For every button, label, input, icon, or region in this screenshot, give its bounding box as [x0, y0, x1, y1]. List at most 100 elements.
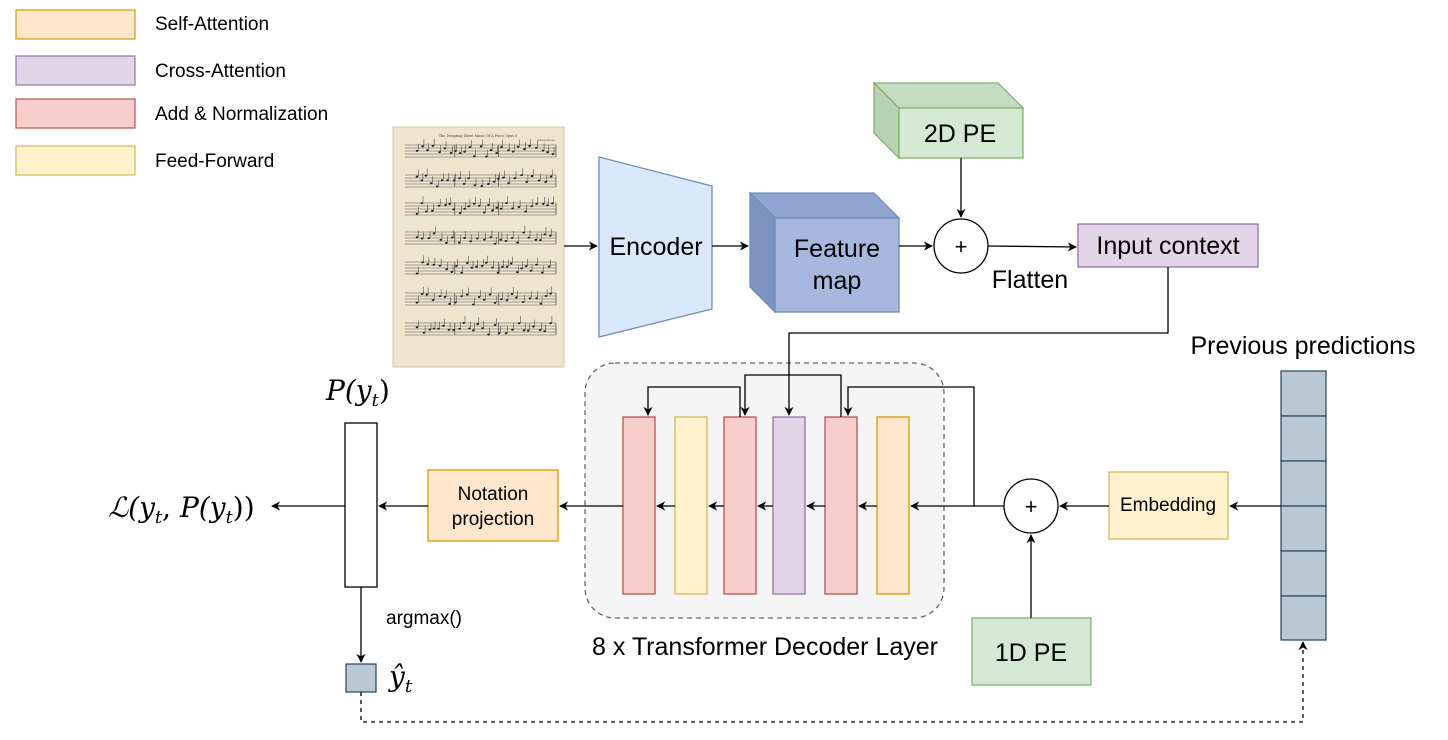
music-note [480, 185, 484, 188]
music-note [472, 155, 476, 158]
music-note [460, 295, 463, 298]
music-note [431, 144, 435, 147]
music-note [443, 147, 447, 150]
music-note [432, 232, 436, 235]
legend: Self-Attention Cross-Attention Add & Nor… [15, 9, 328, 176]
music-note [528, 297, 532, 300]
music-note [438, 151, 441, 154]
music-note [427, 237, 431, 240]
music-note [495, 152, 498, 155]
music-note [476, 237, 479, 240]
pe-2d-block [872, 81, 1025, 160]
decoder-feed-forward [674, 416, 708, 595]
music-note [448, 203, 451, 205]
previous-predictions-stack [1280, 370, 1327, 641]
music-note [469, 240, 472, 243]
music-note [457, 241, 461, 244]
input-context-block [1077, 223, 1259, 268]
music-note [549, 292, 552, 295]
music-note [499, 207, 503, 210]
previous-predictions-label: Previous predictions [1190, 332, 1415, 360]
music-note [499, 238, 503, 241]
decoder-cross-attention [772, 416, 806, 595]
music-note [452, 329, 455, 331]
music-note [493, 324, 497, 326]
music-note [549, 175, 553, 178]
arrow-feedback-dashed [360, 641, 1308, 723]
music-note [522, 231, 525, 234]
token-cell [1280, 595, 1327, 641]
music-note [510, 293, 514, 295]
music-note [549, 234, 552, 237]
music-note [507, 182, 510, 185]
music-note [415, 149, 419, 152]
feature-map-label-line2: map [813, 267, 862, 295]
music-note [448, 303, 451, 305]
music-note [432, 327, 436, 330]
music-note [513, 177, 517, 180]
music-note [445, 268, 448, 271]
music-note [420, 237, 424, 240]
sheet-music-image: The Tempting Sheet Music Of A Piece Opus… [392, 126, 565, 368]
music-note [527, 236, 531, 239]
music-note [415, 326, 419, 329]
legend-label-cross-attention: Cross-Attention [155, 61, 286, 82]
music-note [551, 202, 554, 205]
music-note [537, 179, 541, 182]
music-note [415, 301, 419, 304]
music-note [483, 238, 486, 241]
music-note [487, 333, 490, 336]
token-cell [1280, 550, 1327, 597]
add-2d-pe-plus: + [955, 234, 968, 259]
arrow-residual-into-decoder [843, 386, 975, 506]
music-note [529, 269, 533, 272]
music-note [458, 212, 462, 215]
music-note [511, 328, 514, 331]
sheet-music-title: The Tempting Sheet Music Of A Piece Opus… [439, 134, 517, 138]
music-note [473, 184, 477, 187]
notation-projection-label-line2: projection [452, 509, 534, 530]
music-note [425, 293, 429, 296]
music-note [475, 265, 478, 268]
music-note [489, 149, 493, 151]
music-note [516, 241, 519, 244]
music-note [530, 205, 533, 208]
music-note [451, 236, 454, 239]
music-note [488, 293, 492, 296]
music-note [467, 177, 470, 180]
music-note [420, 179, 424, 182]
music-note [435, 185, 439, 188]
music-note [463, 237, 466, 239]
music-note [524, 210, 527, 213]
music-note [509, 262, 513, 265]
music-note [546, 151, 549, 154]
music-note [538, 329, 542, 332]
arrow-residual-cross [740, 374, 842, 417]
music-note [468, 146, 472, 149]
music-note [502, 176, 505, 179]
feature-map-label-line1: Feature [794, 235, 880, 263]
music-note [462, 322, 466, 324]
notation-projection-block [427, 469, 559, 542]
music-note [543, 233, 547, 236]
add-1d-pe-plus: + [1025, 494, 1038, 519]
legend-swatch-feed-forward [15, 145, 136, 176]
music-note [463, 207, 466, 210]
embedding-label: Embedding [1120, 495, 1216, 516]
legend-label-feed-forward: Feed-Forward [155, 151, 274, 172]
arrow-add-to-input-context [987, 242, 1077, 252]
music-note [444, 204, 447, 206]
decoder-add-norm-2 [723, 416, 757, 595]
music-note [424, 174, 428, 177]
music-note [442, 324, 445, 327]
music-note [532, 325, 535, 328]
music-note [445, 241, 448, 244]
music-note [421, 145, 425, 148]
music-note [505, 265, 509, 268]
music-note [524, 265, 528, 268]
music-note [467, 205, 471, 208]
music-note [477, 296, 481, 298]
music-note [450, 271, 454, 273]
legend-swatch-cross-attention [15, 55, 136, 86]
music-note [440, 179, 444, 182]
